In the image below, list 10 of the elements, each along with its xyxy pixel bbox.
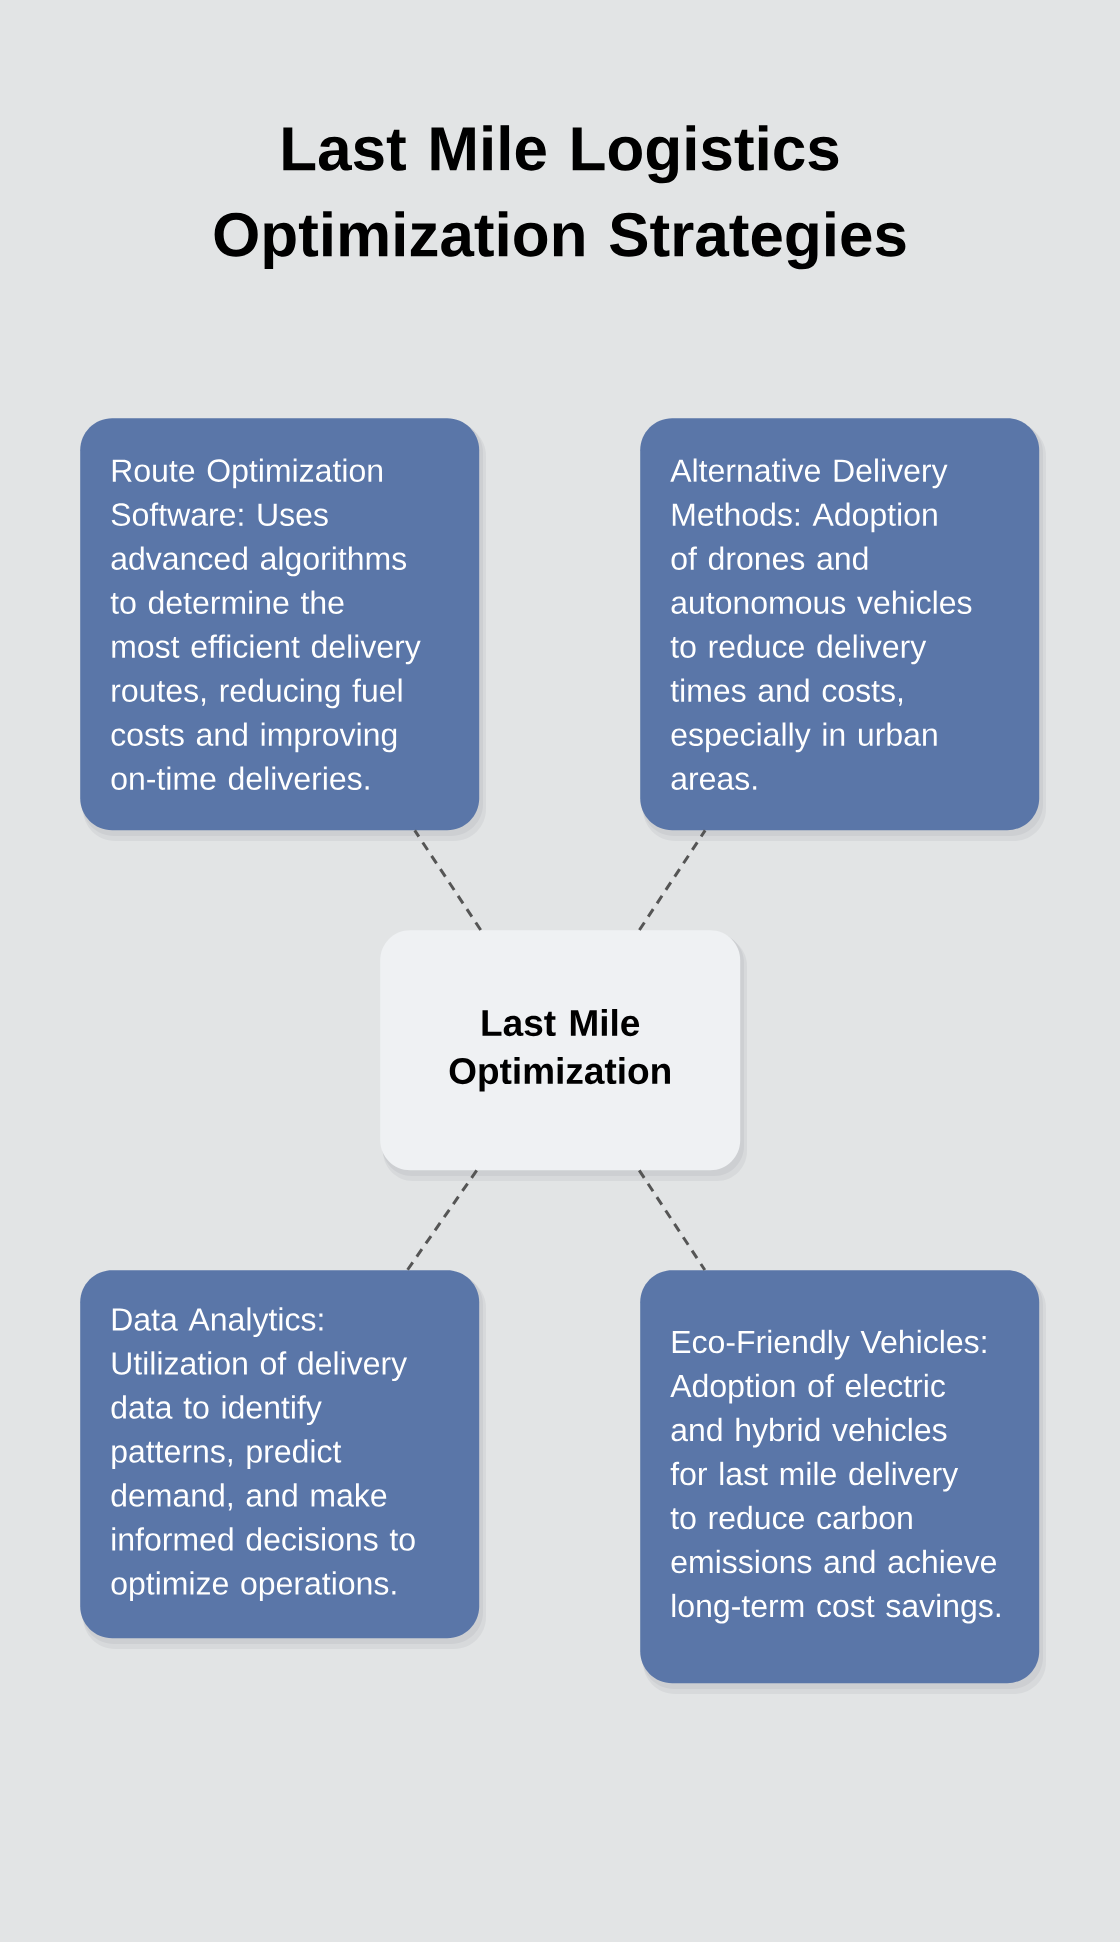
connector-line (413, 829, 482, 931)
title: Last Mile Logistics Optimization Strategies (214, 125, 906, 270)
center-box: Last Mile Optimization (380, 930, 747, 1181)
info-box: Data Analytics: Utilization of delivery data to identify patterns, predict demand, and make informed decisions to optimize operations. (80, 1270, 486, 1649)
connector-line (406, 1169, 478, 1271)
info-box: Route Optimization Software: Uses advanced algorithms to determine the most efficient delivery routes, reducing fuel costs and improving on-time deliveries. (80, 418, 486, 841)
connector-line (638, 1169, 707, 1271)
connector-line (638, 829, 707, 931)
info-box: Eco-Friendly Vehicles: Adoption of electric and hybrid vehicles for last mile delivery to reduce carbon emissions and achieve long-term cost savings. (640, 1270, 1046, 1694)
info-box: Alternative Delivery Methods: Adoption of drones and autonomous vehicles to reduce delivery times and costs, especially in urban areas. (640, 418, 1046, 841)
